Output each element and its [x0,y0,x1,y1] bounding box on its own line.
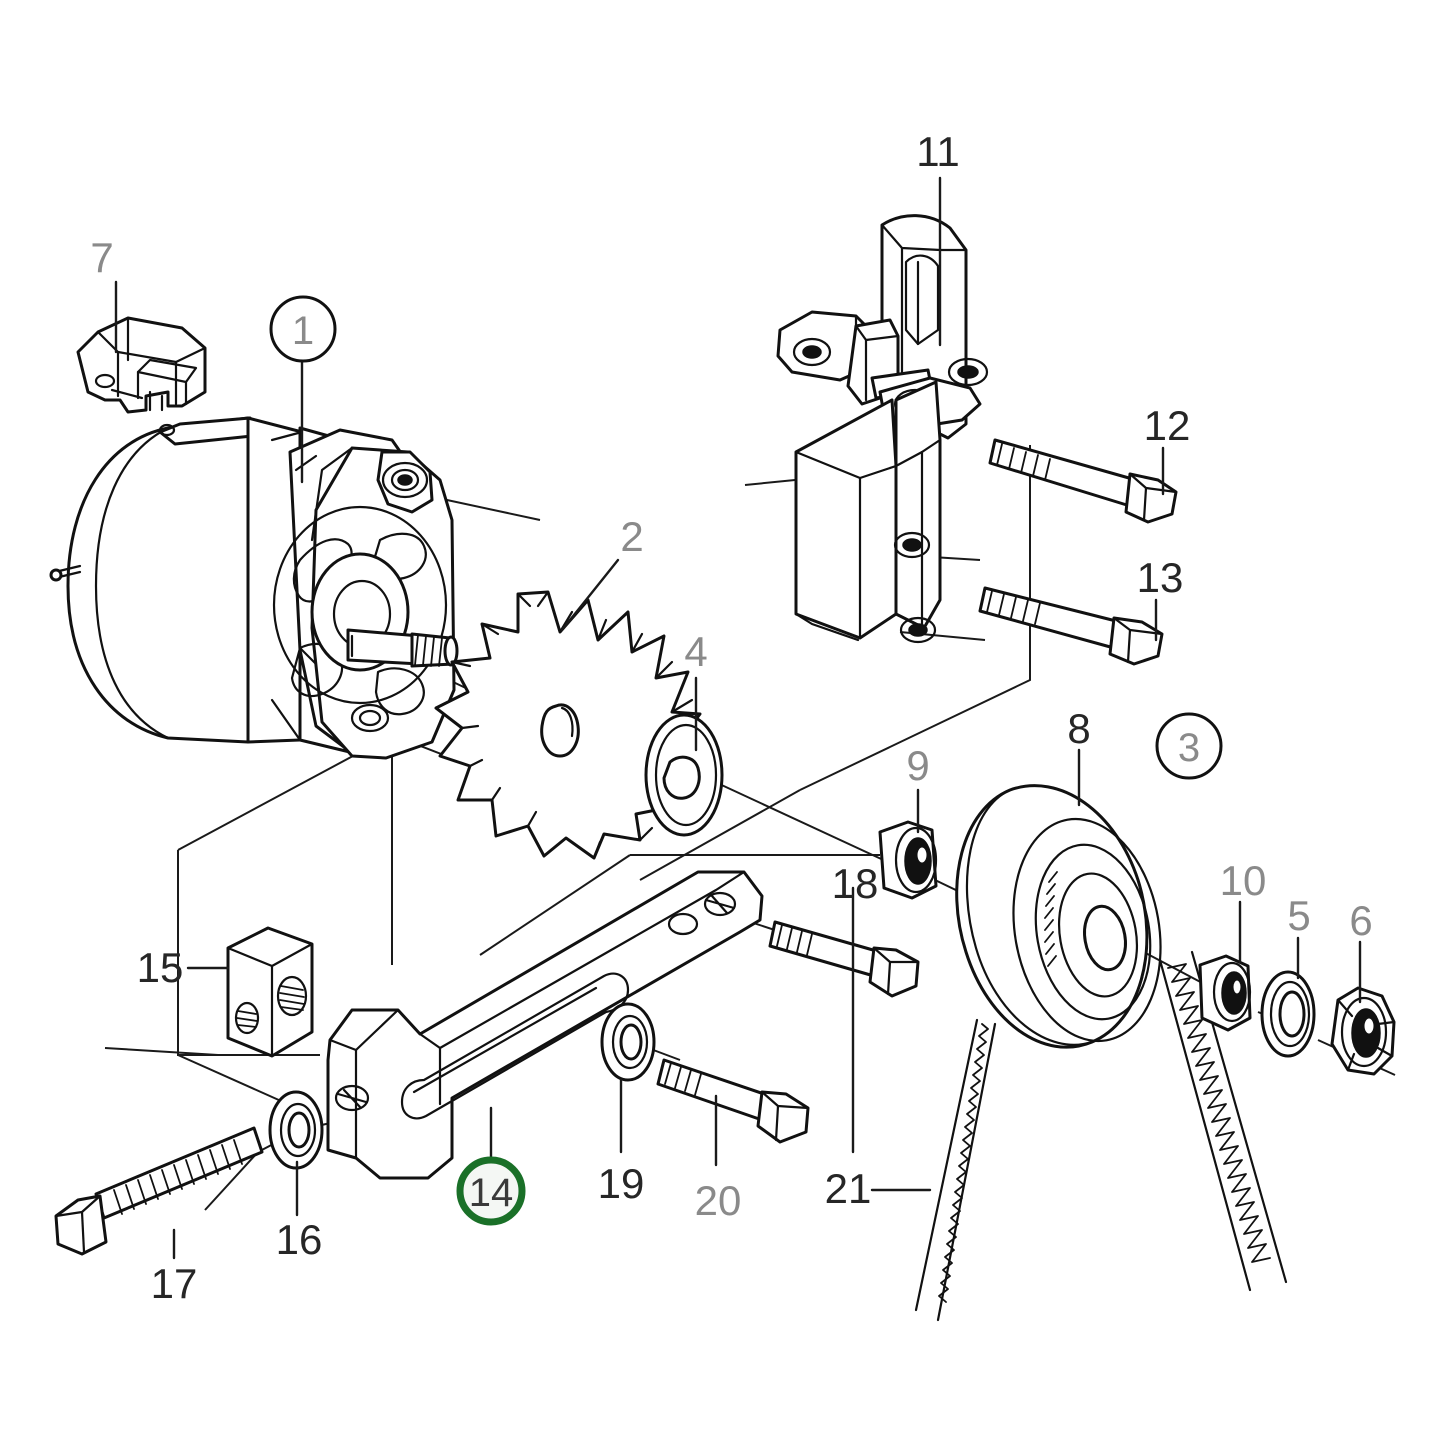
part-flat-washer-pulley [1260,970,1316,1058]
callout-label-21[interactable]: 21 [825,1165,872,1212]
callout-marker-1[interactable]: 1 [269,295,337,363]
part-alternator [49,416,459,760]
callout-marker-14-highlighted[interactable]: 14 [456,1156,526,1226]
callout-label-16[interactable]: 16 [276,1216,323,1263]
part-voltage-regulator [76,316,207,414]
callout-label-13[interactable]: 13 [1137,554,1184,601]
part-long-bolt [54,1126,264,1256]
callout-label-15[interactable]: 15 [137,944,184,991]
callout-marker-14-label: 14 [469,1171,514,1215]
part-bolt-lower-arm [656,1058,810,1144]
callout-label-17[interactable]: 17 [151,1260,198,1307]
callout-label-4[interactable]: 4 [684,628,707,675]
callout-label-20[interactable]: 20 [695,1177,742,1224]
part-lock-collar [1198,954,1252,1032]
part-spacer-block [226,926,314,1058]
callout-label-11[interactable]: 11 [916,128,960,175]
part-bolt-upper-arm [768,920,920,998]
callout-label-10[interactable]: 10 [1220,857,1267,904]
callout-label-2[interactable]: 2 [620,513,643,560]
callout-label-7[interactable]: 7 [90,234,113,281]
part-adjusting-arm [326,870,764,1180]
callout-leaders [114,176,1362,1260]
callout-markers: 1 3 14 [269,295,1223,1226]
callout-marker-3-label: 3 [1178,726,1200,770]
part-washer-long-bolt [268,1090,324,1170]
callout-label-8[interactable]: 8 [1067,705,1090,752]
callout-label-12[interactable]: 12 [1144,402,1191,449]
callout-marker-1-label: 1 [292,309,314,353]
part-washer-arm [600,1002,656,1082]
part-mounting-bracket [776,214,989,644]
callout-label-6[interactable]: 6 [1349,897,1372,944]
part-spacer-washer [644,713,724,837]
part-pulley [955,784,1162,1049]
part-bracket-bolt-lower [978,586,1164,666]
callout-label-19[interactable]: 19 [598,1160,645,1207]
part-bearing-collar [878,820,938,900]
callout-label-9[interactable]: 9 [906,742,929,789]
callout-label-18[interactable]: 18 [832,860,879,907]
part-drive-belt [914,950,1288,1322]
part-cooling-fan [434,590,702,860]
callout-label-5[interactable]: 5 [1287,892,1310,939]
callout-marker-3[interactable]: 3 [1155,712,1223,780]
part-bracket-bolt-upper [988,438,1178,524]
callout-labels: 7 2 4 11 12 13 9 8 10 5 6 18 15 16 17 19… [90,128,1372,1307]
leader-2 [560,558,620,632]
part-hex-nut [1330,986,1396,1076]
